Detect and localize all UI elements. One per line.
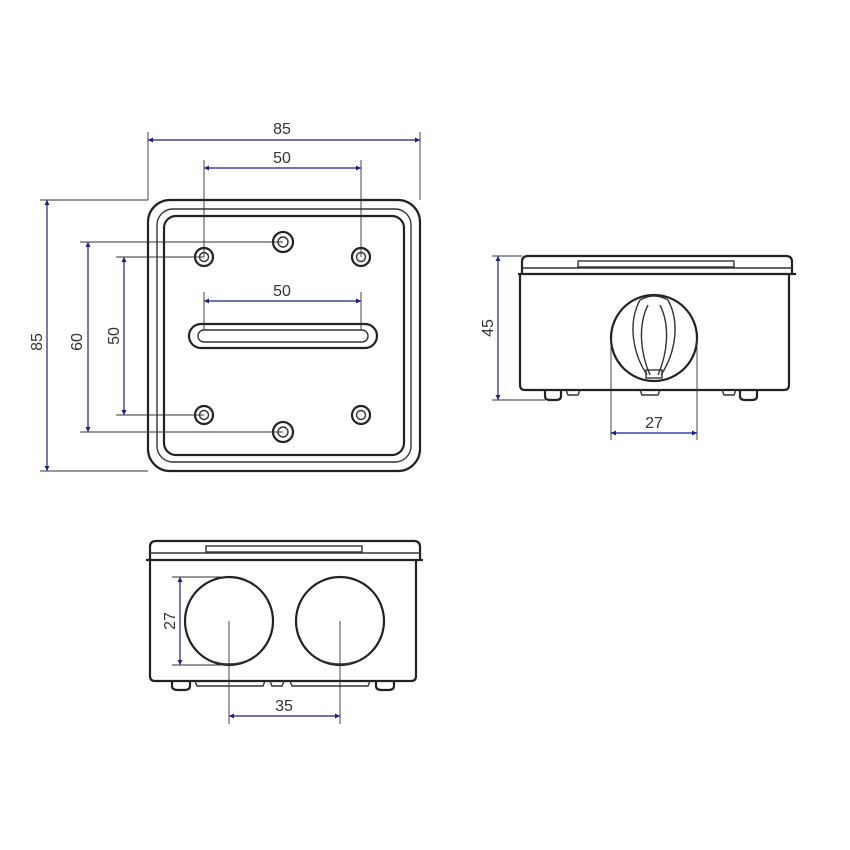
top-view-inner-outline <box>162 214 406 457</box>
top-view-outer-outline <box>146 198 422 473</box>
top-width-label: 85 <box>273 121 291 138</box>
slot-length-label: 50 <box>273 283 291 300</box>
top-height-label: 85 <box>29 333 46 351</box>
side-entry-diameter-label: 27 <box>645 415 663 432</box>
front-view-lid-slot <box>205 545 363 553</box>
side-view-lid-slot <box>577 260 735 268</box>
side-cable-gland <box>609 293 699 383</box>
front-view-foot-5 <box>374 681 396 692</box>
side-view-foot-1 <box>543 390 563 402</box>
side-height-label: 45 <box>480 319 497 337</box>
top-hole-spacing-label: 50 <box>273 150 291 167</box>
top-view: 85 50 50 85 60 50 <box>29 121 422 473</box>
front-view-foot-1 <box>170 681 192 692</box>
front-view: 27 35 <box>146 539 423 724</box>
side-view-foot-3 <box>639 389 661 396</box>
front-view-body <box>148 560 418 683</box>
side-view-body <box>518 274 791 392</box>
lid-slot-inner <box>197 329 369 343</box>
screw-hole-bottom-right <box>350 404 372 426</box>
front-view-lid <box>148 539 422 560</box>
side-view-foot-4 <box>721 389 737 396</box>
front-entry-spacing-label: 35 <box>275 698 293 715</box>
hole-vertical-label: 50 <box>106 327 123 345</box>
top-view-lid-outline <box>156 208 412 463</box>
front-entry-diameter-label: 27 <box>162 612 179 630</box>
side-view-foot-2 <box>565 389 581 396</box>
front-view-foot-2 <box>194 680 266 687</box>
side-view: 45 27 <box>480 254 796 440</box>
side-view-foot-5 <box>738 390 759 402</box>
lid-slot <box>187 322 379 350</box>
mount-spacing-label: 60 <box>69 333 86 351</box>
front-view-foot-3 <box>269 680 285 687</box>
side-view-lid <box>520 254 794 274</box>
front-view-foot-4 <box>289 680 371 687</box>
